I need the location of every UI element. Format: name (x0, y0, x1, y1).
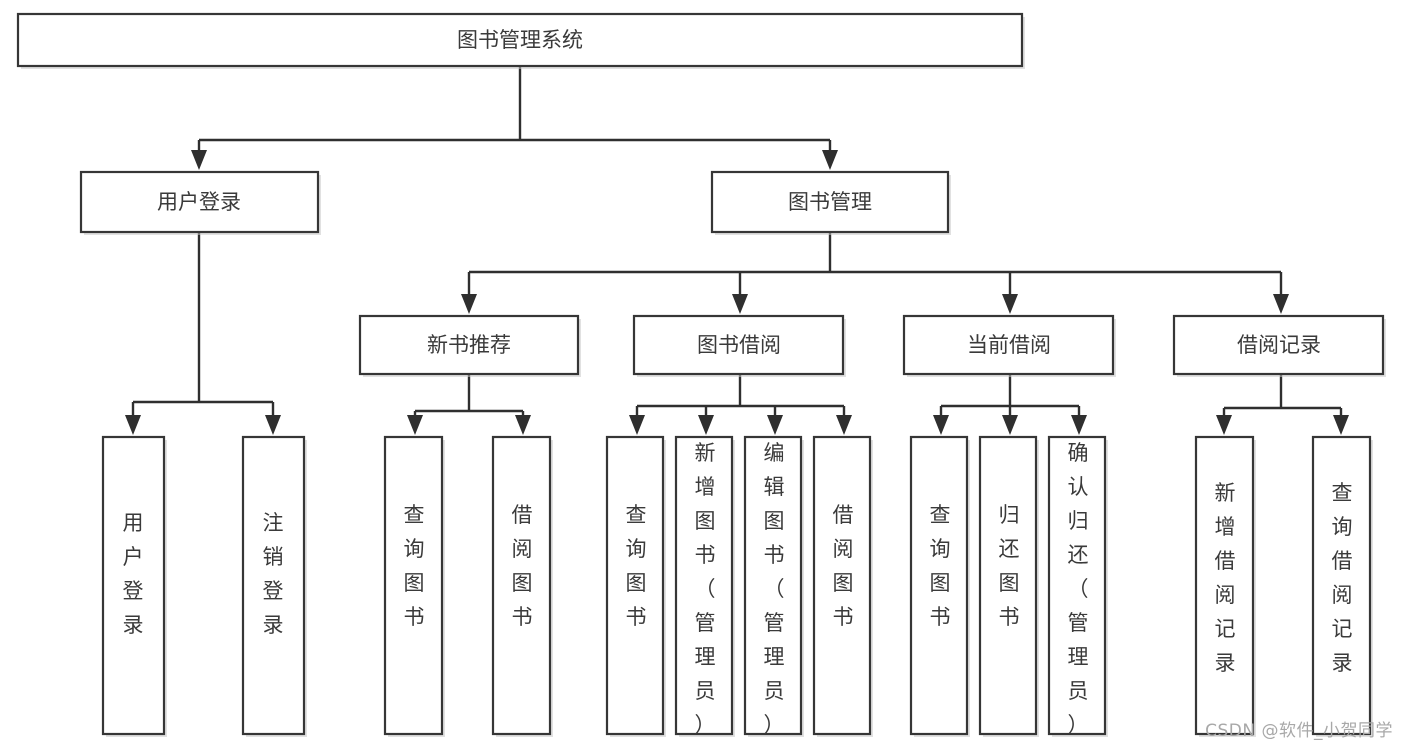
new-book-recommend-box (358, 314, 580, 376)
node-book-borrow[interactable]: 图书借阅 (632, 314, 846, 377)
arrowhead-book-mgmt (822, 150, 838, 170)
arrowhead-leaf-user-login-1 (125, 415, 141, 435)
arrowhead-new-book (461, 294, 477, 314)
leaf-new-book-1-label: 查询图书 (404, 503, 425, 629)
user-login-label: 用户登录 (157, 190, 241, 214)
leaf-borrow-record-2-label: 查询借阅记录 (1332, 481, 1353, 675)
new-book-recommend-label: 新书推荐 (427, 333, 511, 357)
arrowhead-current-borrow (1002, 294, 1018, 314)
arrowhead-leaf-current-borrow-1 (933, 415, 949, 435)
leaf-user-login-2[interactable]: 注销登录 (241, 435, 307, 737)
arrowhead-leaf-user-login-2 (265, 415, 281, 435)
leaf-borrow-record-1-box (1194, 435, 1255, 736)
leaf-current-borrow-2-box (978, 435, 1038, 736)
node-user-login[interactable]: 用户登录 (79, 170, 321, 235)
leaf-user-login-2-box (241, 435, 306, 736)
arrowhead-leaf-book-borrow-1 (629, 415, 645, 435)
leaf-book-borrow-3-box (743, 435, 803, 736)
leaf-book-borrow-1-label: 查询图书 (626, 503, 647, 629)
leaf-book-borrow-4-box (812, 435, 872, 736)
leaf-new-book-2-box (491, 435, 552, 736)
leaf-book-borrow-2-box (674, 435, 734, 736)
node-book-management[interactable]: 图书管理 (710, 170, 951, 235)
leaf-user-login-2-label: 注销登录 (263, 511, 284, 637)
leaf-borrow-record-1[interactable]: 新增借阅记录 (1194, 435, 1256, 737)
leaf-book-borrow-2-label: 新增图书（管理员） (695, 441, 716, 737)
arrowhead-leaf-borrow-record-2 (1333, 415, 1349, 435)
csdn-watermark: CSDN @软件_小贺同学 (1205, 721, 1393, 741)
leaf-current-borrow-1-label: 查询图书 (930, 503, 951, 629)
borrow-record-label: 借阅记录 (1237, 333, 1321, 357)
leaf-current-borrow-1-box (909, 435, 969, 736)
leaf-book-borrow-3[interactable]: 编辑图书（管理员） (743, 435, 804, 737)
arrowhead-leaf-borrow-record-1 (1216, 415, 1232, 435)
leaf-new-book-1[interactable]: 查询图书 (383, 435, 445, 737)
book-borrow-label: 图书借阅 (697, 333, 781, 357)
leaf-book-borrow-1[interactable]: 查询图书 (605, 435, 666, 737)
book-management-box (710, 170, 950, 234)
book-borrow-box (632, 314, 845, 376)
node-new-book-recommend[interactable]: 新书推荐 (358, 314, 581, 377)
leaf-user-login-1-label: 用户登录 (123, 511, 144, 637)
current-borrow-label: 当前借阅 (967, 333, 1051, 357)
leaf-book-borrow-2[interactable]: 新增图书（管理员） (674, 435, 735, 737)
leaf-user-login-1[interactable]: 用户登录 (101, 435, 167, 737)
arrowhead-borrow-record (1273, 294, 1289, 314)
leaf-book-borrow-3-label: 编辑图书（管理员） (764, 441, 785, 737)
leaf-borrow-record-1-label: 新增借阅记录 (1215, 481, 1236, 675)
borrow-record-box (1172, 314, 1385, 376)
leaf-new-book-1-box (383, 435, 444, 736)
arrowhead-leaf-new-book-1 (407, 415, 423, 435)
arrowhead-leaf-current-borrow-3 (1071, 415, 1087, 435)
arrowhead-leaf-book-borrow-4 (836, 415, 852, 435)
current-borrow-box (902, 314, 1115, 376)
arrowhead-leaf-current-borrow-2 (1002, 415, 1018, 435)
node-current-borrow[interactable]: 当前借阅 (902, 314, 1116, 377)
node-borrow-record[interactable]: 借阅记录 (1172, 314, 1386, 377)
leaf-book-borrow-1-box (605, 435, 665, 736)
arrowhead-leaf-new-book-2 (515, 415, 531, 435)
leaf-user-login-1-box (101, 435, 166, 736)
leaf-book-borrow-4[interactable]: 借阅图书 (812, 435, 873, 737)
leaf-book-borrow-4-label: 借阅图书 (833, 503, 854, 629)
leaf-new-book-2[interactable]: 借阅图书 (491, 435, 553, 737)
leaf-current-borrow-1[interactable]: 查询图书 (909, 435, 970, 737)
root-label: 图书管理系统 (457, 28, 583, 52)
leaf-borrow-record-2[interactable]: 查询借阅记录 (1311, 435, 1373, 737)
leaf-current-borrow-2[interactable]: 归还图书 (978, 435, 1039, 737)
leaf-current-borrow-3-box (1047, 435, 1107, 736)
arrowhead-leaf-book-borrow-3 (767, 415, 783, 435)
book-management-label: 图书管理 (788, 190, 872, 214)
leaf-new-book-2-label: 借阅图书 (512, 503, 533, 629)
leaf-current-borrow-3-label: 确认归还（管理员） (1068, 441, 1089, 737)
node-root-system[interactable]: 图书管理系统 (16, 12, 1025, 69)
leaf-current-borrow-3[interactable]: 确认归还（管理员） (1047, 435, 1108, 737)
root-box (16, 12, 1024, 68)
arrowhead-book-borrow (732, 294, 748, 314)
leaf-borrow-record-2-box (1311, 435, 1372, 736)
arrowhead-user-login (191, 150, 207, 170)
leaf-current-borrow-2-label: 归还图书 (999, 503, 1020, 629)
user-login-box (79, 170, 320, 234)
arrowhead-leaf-book-borrow-2 (698, 415, 714, 435)
